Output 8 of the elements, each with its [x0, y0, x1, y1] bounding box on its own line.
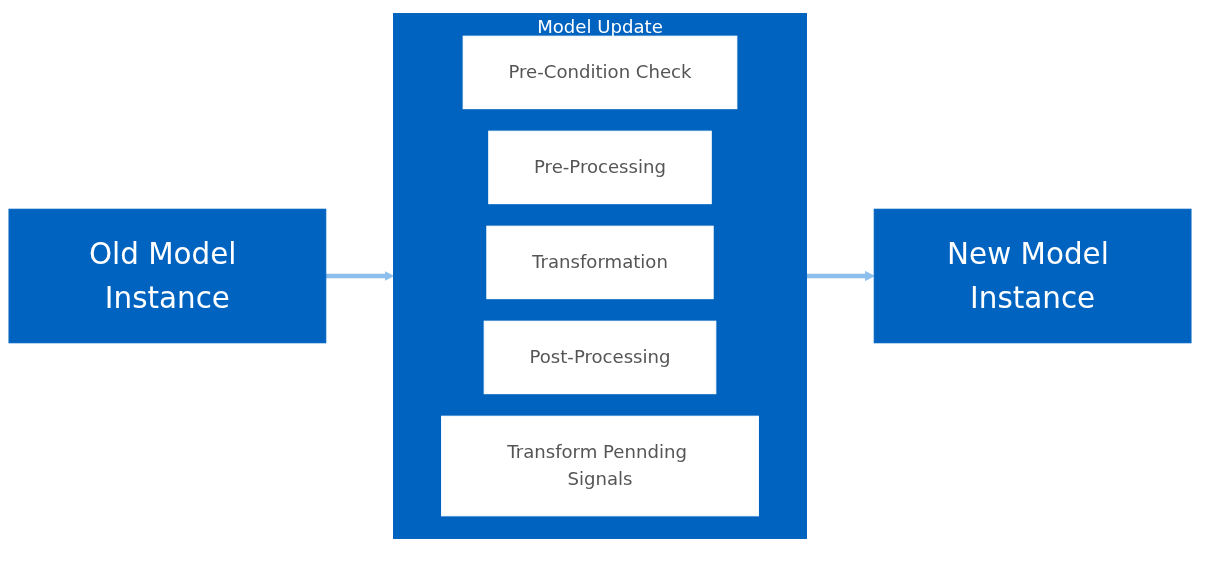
arrow [806, 271, 875, 281]
node-box: Pre-Condition Check [462, 35, 738, 110]
node-box: Pre-Processing [488, 130, 712, 205]
node-box: Post-Processing [483, 320, 717, 395]
node-box: Transformation [486, 225, 714, 300]
node-box: New Model Instance [873, 208, 1192, 344]
node-box: Old Model Instance [8, 208, 327, 344]
node-box: Transform Pennding Signals [441, 415, 759, 517]
